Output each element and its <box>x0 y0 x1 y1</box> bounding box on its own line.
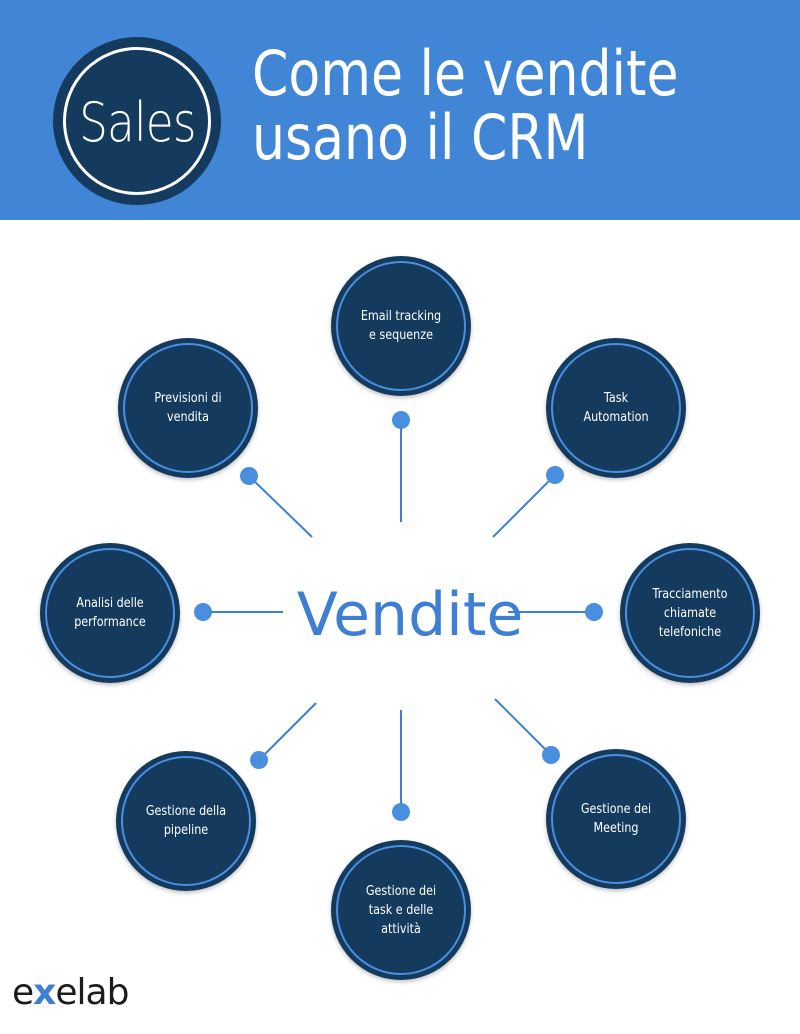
node-gestione-pipeline: Gestione della pipeline <box>116 751 256 891</box>
node-gestione-meeting: Gestione dei Meeting <box>546 749 686 889</box>
node-email-tracking: Email tracking e sequenze <box>331 256 471 396</box>
connector-line-top-left <box>248 475 313 538</box>
node-tracciamento-chiamate: Tracciamento chiamate telefoniche <box>620 543 760 683</box>
sales-badge: Sales <box>53 37 221 205</box>
logo-suffix: elab <box>55 972 129 1013</box>
connector-line-bottom-left <box>258 702 317 761</box>
node-analisi-performance: Analisi delle performance <box>40 543 180 683</box>
page-title: Come le vendite usano il CRM <box>252 42 706 170</box>
center-label-vendite: Vendite <box>296 580 524 650</box>
connector-dot-top-right <box>546 466 564 484</box>
node-label-previsioni-vendita: Previsioni di vendita <box>154 391 222 425</box>
node-label-gestione-task-attivita: Gestione dei task e delle attività <box>365 883 437 937</box>
connector-line-bottom-right <box>494 698 552 756</box>
node-label-task-automation: Task Automation <box>583 391 649 425</box>
connector-dot-bottom <box>392 803 410 821</box>
node-previsioni-vendita: Previsioni di vendita <box>118 338 258 478</box>
node-label-analisi-performance: Analisi delle performance <box>74 596 146 630</box>
node-task-automation: Task Automation <box>546 338 686 478</box>
node-label-gestione-pipeline: Gestione della pipeline <box>145 804 227 838</box>
node-label-email-tracking: Email tracking e sequenze <box>360 309 442 343</box>
sales-badge-text: Sales <box>78 91 196 154</box>
connector-dot-top <box>392 411 410 429</box>
sales-badge-ring: Sales <box>63 47 211 195</box>
connector-dot-bottom-left <box>250 751 268 769</box>
connector-dot-left <box>194 603 212 621</box>
title-line-2: usano il CRM <box>252 101 589 174</box>
header-banner: Sales Come le vendite usano il CRM <box>0 0 800 220</box>
title-line-1: Come le vendite <box>252 37 679 110</box>
node-label-gestione-meeting: Gestione dei Meeting <box>580 802 652 836</box>
node-label-tracciamento-chiamate: Tracciamento chiamate telefoniche <box>652 586 728 640</box>
node-gestione-task-attivita: Gestione dei task e delle attività <box>331 840 471 980</box>
connector-line-top-right <box>492 474 556 538</box>
logo-prefix: e <box>12 972 34 1013</box>
connector-dot-bottom-right <box>542 746 560 764</box>
connector-dot-right <box>585 603 603 621</box>
connector-dot-top-left <box>240 467 258 485</box>
logo-x-mark: x <box>33 972 56 1013</box>
